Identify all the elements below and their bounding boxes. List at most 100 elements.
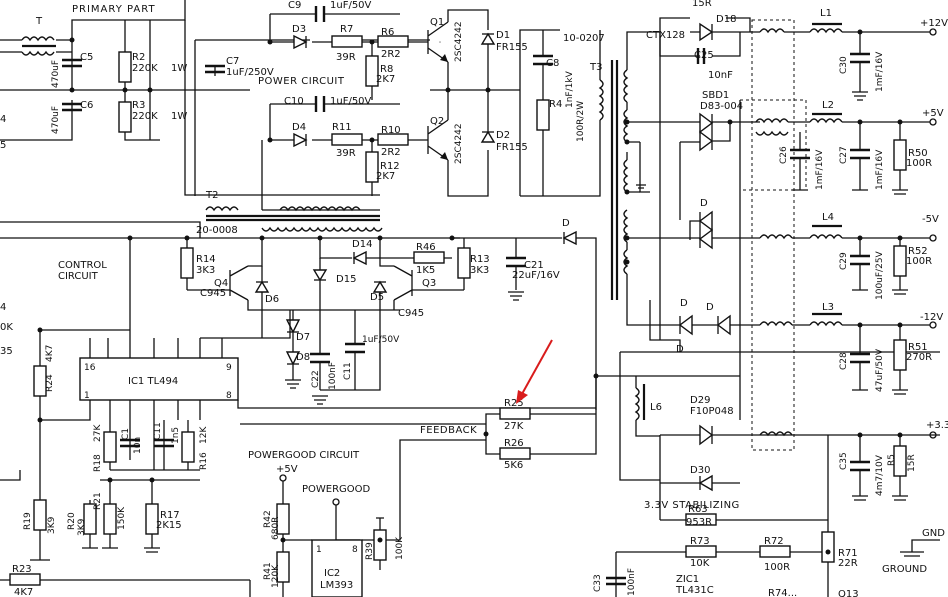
d-5v-label: D — [700, 198, 708, 209]
ic1-pin9: 9 — [226, 363, 232, 373]
c6-label: C6 — [80, 100, 93, 111]
d2-label: D2 — [496, 130, 510, 141]
q2-label: Q2 — [430, 116, 444, 127]
d18-label: D18 — [716, 14, 736, 25]
d6-label: D6 — [265, 294, 279, 305]
stabilizing-section: L6 D29 F10P048 D30 3.3V STABILIZING R63 … — [593, 376, 940, 597]
d-12v-label-c: D — [676, 344, 684, 355]
left-edge-4a: 4 — [0, 114, 6, 125]
d1-label: D1 — [496, 30, 510, 41]
r73-label: R73 — [690, 536, 710, 547]
c28-label: C28 — [839, 352, 849, 370]
r23-label: R23 — [12, 564, 32, 575]
r63-value: 953R — [686, 517, 712, 528]
c30-label: C30 — [839, 56, 849, 74]
c35-value: 4m7/10V — [875, 454, 885, 496]
l6-label: L6 — [650, 402, 662, 413]
r17-label: R17 — [160, 510, 180, 521]
rail-p33: +3.3 — [926, 420, 948, 431]
r3-value: 220K — [132, 111, 158, 122]
d4-label: D4 — [292, 122, 306, 133]
control-title-1: CONTROL — [58, 260, 107, 271]
d7-label: D7 — [296, 332, 310, 343]
r18-value: 27K — [93, 424, 103, 442]
r12-label: R12 — [380, 161, 400, 172]
q13-label: Q13 — [838, 589, 859, 597]
left-edge-0k: 0K — [0, 322, 13, 333]
c10-label: C10 — [284, 96, 304, 107]
r73-value: 10K — [690, 558, 710, 569]
r2-label: R2 — [132, 52, 145, 63]
c22-label: C22 — [311, 370, 321, 388]
c27-label: C27 — [839, 146, 849, 164]
d15-label: D15 — [336, 274, 356, 285]
ic1-chip — [79, 357, 239, 401]
d5-label: D5 — [370, 292, 384, 303]
r13-label: R13 — [470, 254, 490, 265]
r52-label: R52 — [908, 246, 928, 257]
ic2-label: IC2 — [324, 568, 340, 579]
c1-label: C1 — [121, 428, 131, 440]
l4-label: L4 — [822, 212, 834, 223]
r19-label: R19 — [23, 512, 33, 530]
ic1-pin8: 8 — [226, 391, 232, 401]
r63-label: R63 — [688, 504, 708, 515]
r7-value: 39R — [336, 52, 356, 63]
d30-label: D30 — [690, 465, 710, 476]
zic1-label: ZIC1 — [676, 574, 699, 585]
ctx-label: CTX128 — [646, 30, 685, 41]
powergood-p5-label: +5V — [276, 464, 298, 475]
powergood-label: POWERGOOD — [302, 484, 371, 495]
rail-p5: +5V — [922, 108, 944, 119]
ground-label: GROUND — [882, 564, 927, 575]
r26-value: 5K6 — [504, 460, 523, 471]
c10-value: 1uF/50V — [330, 96, 372, 107]
c29-value: 100uF/25V — [875, 250, 885, 300]
r3-watt: 1W — [171, 111, 187, 122]
c26-label: C26 — [779, 146, 789, 164]
r16-label: R16 — [199, 452, 209, 470]
left-edge-35: 35 — [0, 346, 13, 357]
q2-part: 2SC4242 — [454, 123, 464, 164]
c8-label: C8 — [546, 58, 559, 69]
d18-code: 15R — [692, 0, 712, 9]
r41-value: 120K — [271, 564, 281, 588]
t2-transformer: T2 20-0008 — [196, 190, 383, 236]
feedback-section: FEEDBACK R25 27K R26 5K6 — [240, 339, 940, 481]
r24-label: R24 — [45, 374, 55, 392]
c7-value: 1uF/250V — [226, 67, 274, 78]
r50-label: R50 — [908, 148, 928, 159]
r41-label: R41 — [263, 562, 273, 580]
c29-label: C29 — [839, 252, 849, 270]
ic2-part: LM393 — [320, 580, 353, 591]
powergood-section: POWERGOOD CIRCUIT +5V POWERGOOD R42 680R… — [248, 439, 486, 597]
l1-label: L1 — [820, 8, 832, 19]
r24-value: 4K7 — [45, 345, 55, 362]
c6-value: 470uF — [51, 106, 61, 134]
r25-value: 27K — [504, 421, 524, 432]
r23-value: 4K7 — [14, 587, 33, 597]
ic2-chip — [311, 539, 363, 597]
q1-label: Q1 — [430, 17, 444, 28]
r4-value: 100R/2W — [576, 101, 586, 142]
r4-label: R4 — [549, 99, 562, 110]
ic2-pin1: 1 — [316, 545, 322, 555]
r72-label: R72 — [764, 536, 784, 547]
c30-value: 1mF/16V — [875, 51, 885, 92]
q3-part: C945 — [398, 308, 424, 319]
rail-n12: -12V — [920, 312, 943, 323]
rail-p12: +12V — [920, 18, 948, 29]
l3-label: L3 — [822, 302, 834, 313]
d-12v-label-a: D — [680, 298, 688, 309]
secondary-section: 15R D18 CTX128 C25 10nF L1 +12V C30 1mF/… — [626, 0, 948, 575]
c25-label: C25 — [694, 50, 714, 61]
r6-label: R6 — [381, 27, 394, 38]
r14-value: 3K3 — [196, 265, 215, 276]
d3-label: D3 — [292, 24, 306, 35]
r72-value: 100R — [764, 562, 790, 573]
sbd1-label: SBD1 — [702, 90, 729, 101]
r20-label: R20 — [67, 512, 77, 530]
r13-value: 3K3 — [470, 265, 489, 276]
q4-part: C945 — [200, 288, 226, 299]
r3-label: R3 — [132, 100, 145, 111]
